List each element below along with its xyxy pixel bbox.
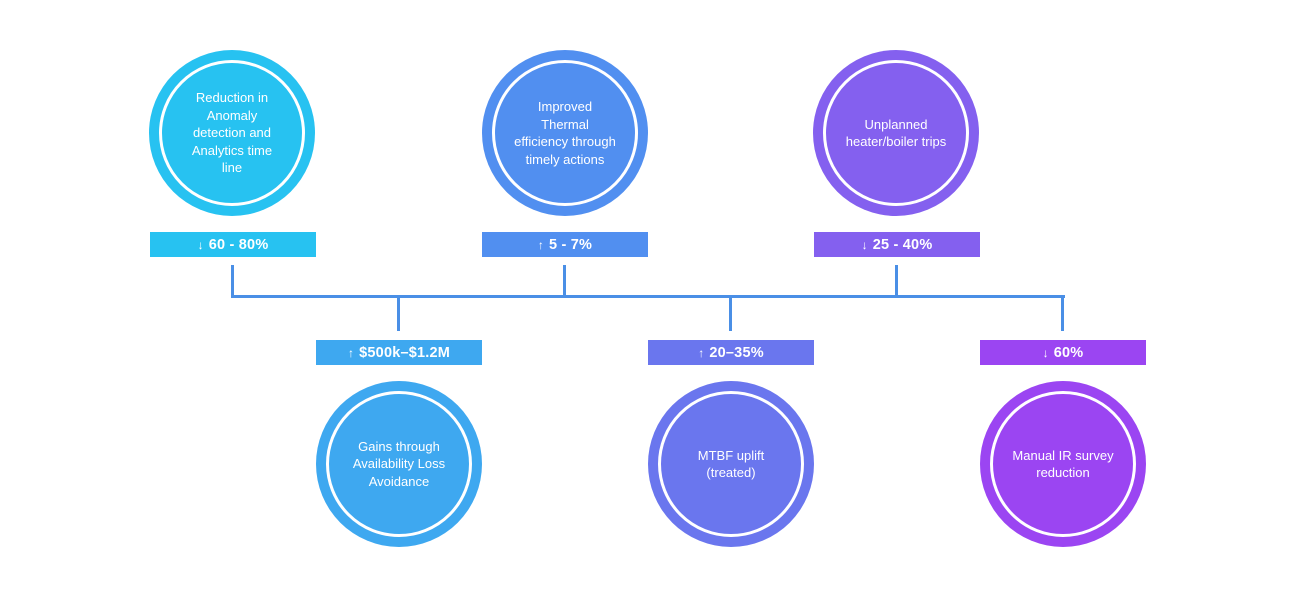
connector-2: [397, 296, 400, 331]
metric-circle-anomaly-detection: Reduction in Anomaly detection and Analy…: [149, 50, 315, 216]
arrow-up-icon: ↑: [347, 345, 355, 360]
metric-circle-availability-gains: Gains through Availability Loss Avoidanc…: [316, 381, 482, 547]
metric-label: Unplanned heater/boiler trips: [845, 116, 947, 150]
metric-value: $500k–$1.2M: [359, 344, 451, 361]
metric-badge-unplanned-trips: ↓ 25 - 40%: [814, 232, 980, 257]
arrow-down-icon: ↓: [1042, 345, 1049, 360]
metric-circle-mtbf-uplift: MTBF uplift (treated): [648, 381, 814, 547]
metric-value: 20–35%: [709, 344, 764, 361]
metric-label: Manual IR survey reduction: [1012, 447, 1114, 481]
arrow-down-icon: ↓: [861, 237, 868, 252]
connector-6: [1061, 296, 1064, 331]
metric-label: Reduction in Anomaly detection and Analy…: [191, 90, 273, 176]
metric-badge-anomaly-detection: ↓ 60 - 80%: [150, 232, 316, 257]
metric-badge-availability-gains: ↑ $500k–$1.2M: [316, 340, 482, 365]
connector-1: [231, 265, 234, 297]
connector-3: [563, 265, 566, 297]
metric-label: Gains through Availability Loss Avoidanc…: [352, 438, 446, 489]
metric-value: 60 - 80%: [208, 236, 269, 253]
connector-5: [895, 265, 898, 297]
metric-label: Improved Thermal efficiency through time…: [514, 99, 616, 167]
arrow-up-icon: ↑: [698, 345, 705, 360]
arrow-down-icon: ↓: [197, 237, 204, 252]
metric-badge-thermal-efficiency: ↑ 5 - 7%: [482, 232, 648, 257]
metric-circle-unplanned-trips: Unplanned heater/boiler trips: [813, 50, 979, 216]
connector-4: [729, 296, 732, 331]
metric-value: 25 - 40%: [872, 236, 933, 253]
metric-badge-mtbf-uplift: ↑ 20–35%: [648, 340, 814, 365]
metric-circle-ir-survey: Manual IR survey reduction: [980, 381, 1146, 547]
metric-label: MTBF uplift (treated): [697, 447, 765, 481]
metric-value: 5 - 7%: [549, 236, 593, 253]
metric-value: 60%: [1053, 344, 1084, 361]
arrow-up-icon: ↑: [537, 237, 545, 252]
metric-badge-ir-survey: ↓ 60%: [980, 340, 1146, 365]
metric-circle-thermal-efficiency: Improved Thermal efficiency through time…: [482, 50, 648, 216]
timeline-horizontal-line: [231, 295, 1065, 298]
